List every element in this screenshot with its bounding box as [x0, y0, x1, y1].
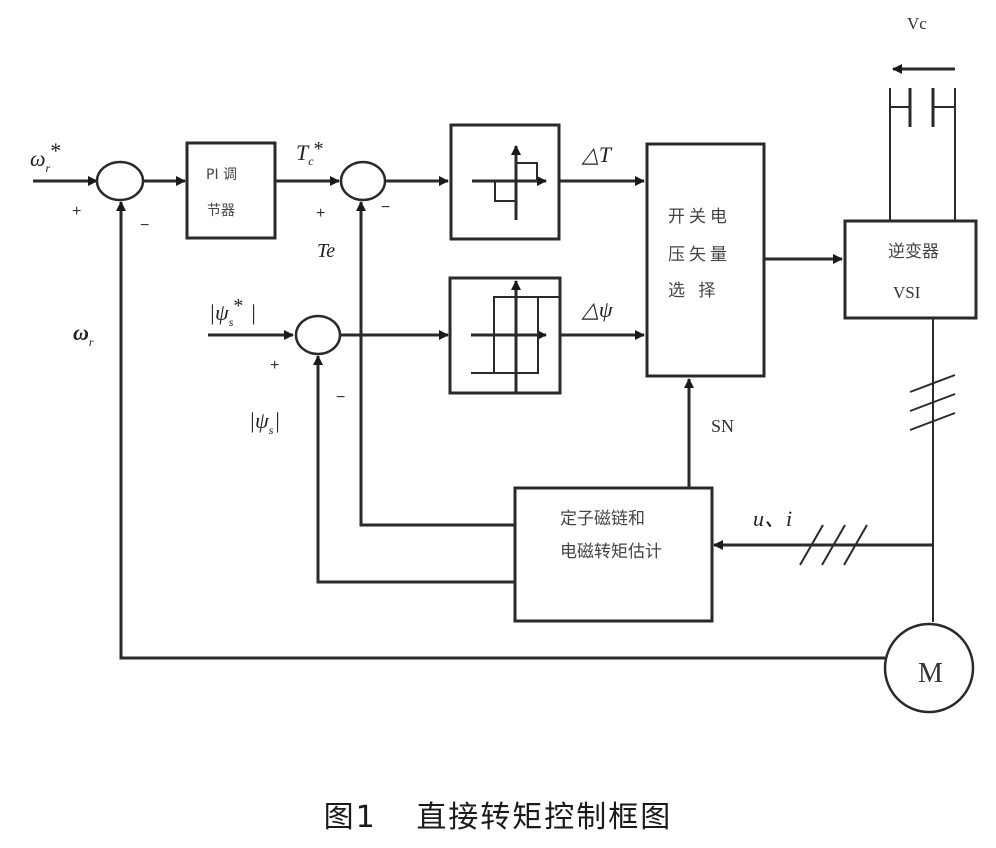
- flux-fb-label: |ψs|: [249, 408, 280, 437]
- three-level-hysteresis-icon: [472, 145, 547, 220]
- figure-number: 图1: [323, 800, 377, 835]
- motor: [883, 622, 975, 714]
- motor-label: M: [918, 658, 943, 689]
- flux-summing-junction: [294, 314, 342, 356]
- inverter-label-line2: VSI: [893, 283, 921, 302]
- dc-link-capacitor-icon: [889, 88, 956, 221]
- switch-block-label-line3: 选 择: [668, 281, 719, 301]
- figure-title: 直接转矩控制框图: [416, 800, 673, 835]
- sum1-plus-sign: +: [72, 203, 81, 220]
- sum2-minus-sign: −: [381, 199, 390, 216]
- torque-fb-label: Te: [317, 240, 335, 262]
- flux-torque-estimator-block: [513, 486, 714, 623]
- torque-ref-label: Tc*: [296, 138, 324, 168]
- inverter-label-line1: 逆变器: [888, 242, 939, 262]
- sum3-minus-sign: −: [336, 389, 345, 406]
- pi-block-label-line2: 节器: [207, 203, 235, 219]
- delta-t-label: △T: [581, 142, 613, 167]
- sum1-minus-sign: −: [140, 217, 149, 234]
- torque-summing-junction: [339, 160, 387, 202]
- pi-block-label-line1: PI 调: [206, 167, 237, 183]
- vc-label: Vc: [907, 14, 927, 33]
- flux-feedback-line: [313, 355, 515, 584]
- three-phase-marker-icon: [909, 374, 956, 431]
- switch-block-label-line1: 开关电: [668, 207, 731, 227]
- inverter-vsi-block: [843, 219, 978, 320]
- figure-caption: 图1 直接转矩控制框图: [0, 792, 996, 836]
- sn-label: SN: [711, 416, 734, 436]
- ui-label: u、i: [753, 506, 792, 531]
- flux-ref-label: |ψs*|: [209, 295, 256, 329]
- two-level-hysteresis-icon: [471, 280, 559, 393]
- speed-fb-label: ωr: [73, 320, 94, 349]
- switch-block-label-line2: 压矢量: [668, 245, 731, 265]
- three-phase-marker-icon: [799, 524, 868, 566]
- sum2-plus-sign: +: [316, 205, 325, 222]
- estimator-label-line2: 电磁转矩估计: [560, 542, 662, 562]
- torque-feedback-line: [356, 201, 515, 527]
- speed-feedback-line: [116, 201, 885, 660]
- sum3-plus-sign: +: [270, 357, 279, 374]
- speed-summing-junction: [95, 160, 145, 202]
- speed-ref-label: ωr*: [30, 138, 61, 175]
- estimator-label-line1: 定子磁链和: [560, 509, 645, 529]
- delta-psi-label: △ψ: [581, 297, 613, 322]
- switching-vector-selection-block: [645, 142, 766, 378]
- pi-controller-block: [185, 141, 277, 240]
